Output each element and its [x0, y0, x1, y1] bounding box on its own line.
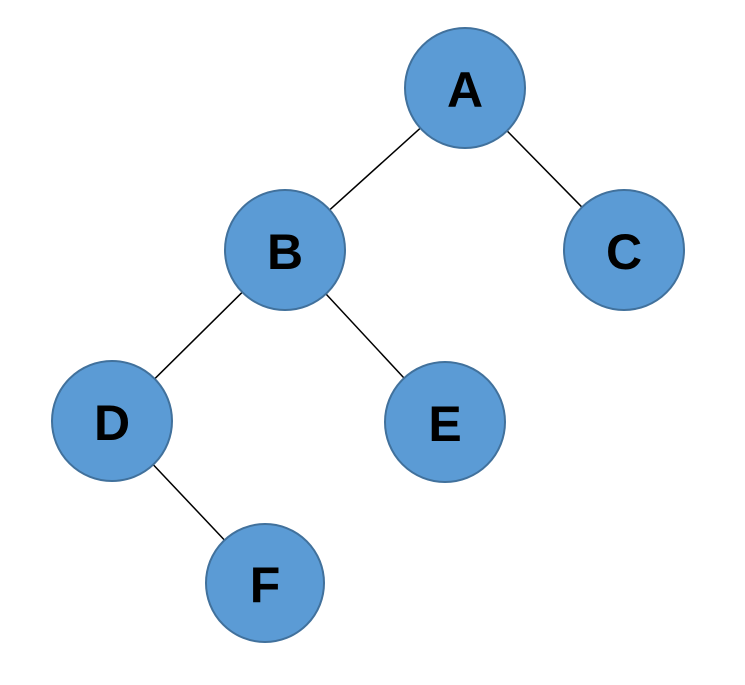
node-circle-F	[205, 523, 325, 643]
node-circle-B	[224, 189, 346, 311]
node-circle-A	[404, 27, 526, 149]
node-label-A: A	[447, 62, 483, 118]
node-label-D: D	[94, 395, 130, 451]
tree-node-B: B	[224, 189, 346, 311]
tree-node-C: C	[563, 189, 685, 311]
tree-node-E: E	[384, 361, 506, 483]
edge-D-F	[152, 464, 226, 541]
edge-A-B	[329, 127, 421, 211]
node-circle-E	[384, 361, 506, 483]
edge-B-D	[154, 291, 243, 380]
node-label-E: E	[428, 396, 461, 452]
edge-A-C	[506, 130, 583, 208]
tree-node-D: D	[51, 360, 173, 482]
node-label-B: B	[267, 224, 303, 280]
tree-node-F: F	[205, 523, 325, 643]
edge-B-E	[325, 293, 405, 379]
node-circle-C	[563, 189, 685, 311]
node-label-F: F	[250, 557, 281, 613]
tree-node-A: A	[404, 27, 526, 149]
node-label-C: C	[606, 224, 642, 280]
node-circle-D	[51, 360, 173, 482]
